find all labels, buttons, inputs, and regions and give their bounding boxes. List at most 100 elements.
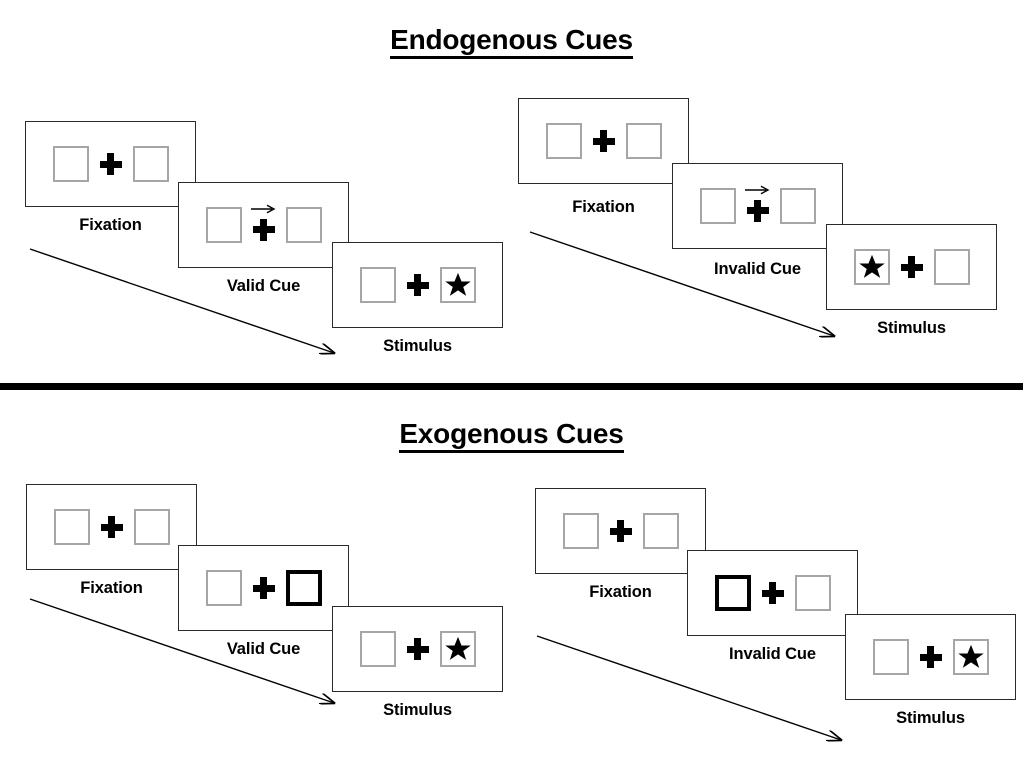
placeholder-box-right [439, 267, 476, 303]
fixation-cross-slot [396, 627, 440, 671]
placeholder-box-left [53, 509, 90, 545]
trial-frame-fixation [518, 98, 689, 184]
plus-icon [919, 646, 942, 668]
placeholder-box-right [794, 575, 831, 611]
frame-content [688, 551, 857, 635]
placeholder-box-left [359, 631, 396, 667]
placeholder-box-right [933, 249, 970, 285]
frame-content [673, 164, 842, 248]
section-title-exogenous-text: Exogenous Cues [399, 418, 624, 453]
caption-fixation: Fixation [80, 579, 143, 597]
placeholder-box-right [642, 513, 679, 549]
trial-frame-fixation [25, 121, 196, 207]
fixation-cross-slot [90, 505, 134, 549]
fixation-cross-slot [242, 203, 286, 247]
fixation-cross-slot [909, 635, 953, 679]
trial-frame-fixation [26, 484, 197, 570]
placeholder-box-right [132, 146, 169, 182]
plus-icon [252, 218, 275, 241]
placeholder-box-left [562, 513, 599, 549]
fixation-cross-slot [751, 571, 795, 615]
fixation-cross-slot [396, 263, 440, 307]
frame-content [536, 489, 705, 573]
placeholder-box-left [205, 570, 242, 606]
frame-content [333, 243, 502, 327]
flow-arrow-endogenous-valid [29, 248, 348, 360]
placeholder-box-right [133, 509, 170, 545]
trial-frame-stimulus [826, 224, 997, 310]
arrow-right-icon [744, 185, 769, 195]
frame-content [846, 615, 1015, 699]
section-divider [0, 383, 1023, 390]
cued-box-right [285, 570, 322, 606]
flow-arrow-endogenous-invalid [529, 231, 848, 343]
flow-arrow-exogenous-invalid [536, 635, 855, 747]
star-icon [858, 254, 885, 278]
placeholder-box-right [952, 639, 989, 675]
caption-stimulus: Stimulus [383, 701, 452, 719]
frame-content [27, 485, 196, 569]
caption-stimulus: Stimulus [383, 337, 452, 355]
caption-invalid-cue: Invalid Cue [714, 260, 801, 278]
placeholder-box-right [625, 123, 662, 159]
fixation-cross-slot [242, 566, 286, 610]
caption-stimulus: Stimulus [877, 319, 946, 337]
trial-frame-stimulus [845, 614, 1016, 700]
section-exogenous-cues: Exogenous Cues Fixation Valid C [0, 392, 1023, 767]
section-endogenous-cues: Endogenous Cues Fixation [0, 24, 1023, 360]
cued-box-left [714, 575, 751, 611]
fixation-cross-slot [599, 509, 643, 553]
caption-invalid-cue: Invalid Cue [729, 645, 816, 663]
fixation-cross-slot [582, 119, 626, 163]
plus-icon [609, 520, 632, 542]
placeholder-box-left [52, 146, 89, 182]
placeholder-box-left [872, 639, 909, 675]
trial-frame-stimulus [332, 606, 503, 692]
star-icon [957, 644, 984, 668]
frame-content [179, 183, 348, 267]
placeholder-box-left [699, 188, 736, 224]
trial-frame-invalid-cue [687, 550, 858, 636]
caption-fixation: Fixation [589, 583, 652, 601]
placeholder-box-left [853, 249, 890, 285]
section-title-exogenous: Exogenous Cues [0, 418, 1023, 453]
section-title-endogenous: Endogenous Cues [0, 24, 1023, 59]
caption-valid-cue: Valid Cue [226, 277, 301, 295]
placeholder-box-left [359, 267, 396, 303]
placeholder-box-left [205, 207, 242, 243]
caption-fixation: Fixation [79, 216, 142, 234]
frame-content [26, 122, 195, 206]
placeholder-box-right [779, 188, 816, 224]
caption-stimulus: Stimulus [896, 709, 965, 727]
fixation-cross-slot [89, 142, 133, 186]
caption-valid-cue: Valid Cue [226, 640, 301, 658]
section-title-endogenous-text: Endogenous Cues [390, 24, 633, 59]
frame-content [827, 225, 996, 309]
trial-frame-stimulus [332, 242, 503, 328]
frame-content [333, 607, 502, 691]
plus-icon [99, 153, 122, 175]
plus-icon [761, 582, 784, 604]
trial-frame-invalid-cue [672, 163, 843, 249]
fixation-cross-slot [736, 184, 780, 228]
arrow-right-icon [250, 204, 275, 214]
trial-frame-valid-cue [178, 545, 349, 631]
frame-content [179, 546, 348, 630]
star-icon [444, 272, 471, 296]
trial-frame-valid-cue [178, 182, 349, 268]
plus-icon [406, 638, 429, 660]
plus-icon [592, 130, 615, 152]
plus-icon [900, 256, 923, 278]
placeholder-box-left [545, 123, 582, 159]
plus-icon [406, 274, 429, 296]
placeholder-box-right [285, 207, 322, 243]
plus-icon [100, 516, 123, 538]
flow-arrow-exogenous-valid [29, 598, 348, 710]
plus-icon [746, 199, 769, 222]
plus-icon [252, 577, 275, 599]
placeholder-box-right [439, 631, 476, 667]
fixation-cross-slot [890, 245, 934, 289]
trial-frame-fixation [535, 488, 706, 574]
caption-fixation: Fixation [572, 198, 635, 216]
star-icon [444, 636, 471, 660]
